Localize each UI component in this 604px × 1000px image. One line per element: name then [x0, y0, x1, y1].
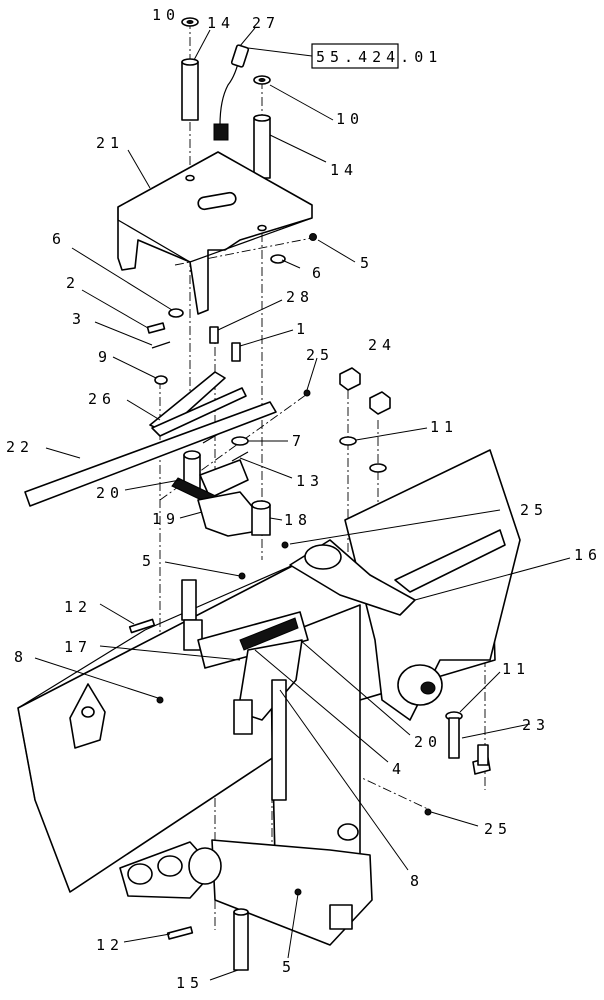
callout-11-upper: 11: [430, 418, 458, 436]
callout-6-left: 6: [52, 230, 66, 248]
callout-5-top: 5: [360, 254, 374, 272]
callout-26: 26: [88, 390, 116, 408]
callout-22: 22: [6, 438, 34, 456]
callout-17: 17: [64, 638, 92, 656]
pin-14-right: [253, 114, 271, 179]
slider-bar: [24, 401, 277, 507]
callout-16: 16: [574, 546, 602, 564]
callout-25-upper: 25: [306, 346, 334, 364]
callout-25-lower: 25: [484, 820, 512, 838]
callout-10-right: 10: [336, 110, 364, 128]
callout-9: 9: [98, 348, 112, 366]
callout-23: 23: [522, 716, 550, 734]
callout-8-lower: 8: [410, 872, 424, 890]
callout-24: 24: [368, 336, 396, 354]
lower-mechanism: [119, 579, 309, 899]
callout-18: 18: [284, 511, 312, 529]
callout-21: 21: [96, 134, 124, 152]
callout-28: 28: [286, 288, 314, 306]
callout-27: 27: [252, 14, 280, 32]
pin-14-left: [181, 58, 199, 121]
callout-4: 4: [392, 760, 406, 778]
callout-15: 15: [176, 974, 204, 992]
callout-20-upper: 20: [96, 484, 124, 502]
latch-assembly: [171, 450, 271, 537]
callout-10-top: 10: [152, 6, 180, 24]
callout-2: 2: [66, 274, 80, 292]
callout-12-upper: 12: [64, 598, 92, 616]
washers-10: [181, 17, 271, 85]
callout-20-lower: 20: [414, 733, 442, 751]
reference-number[interactable]: 55.424.01: [316, 48, 442, 66]
callout-25-mid: 25: [520, 501, 548, 519]
callout-6-right: 6: [312, 264, 326, 282]
lower-hardware: [128, 541, 491, 971]
leader-lines: [34, 27, 571, 981]
callout-1: 1: [296, 320, 310, 338]
lever-arm: [149, 371, 247, 437]
callout-19: 19: [152, 510, 180, 528]
callout-5-mid: 5: [142, 552, 156, 570]
mount-plate: [289, 449, 521, 721]
sensor-cable: [213, 44, 250, 141]
callout-7: 7: [292, 432, 306, 450]
callout-8-left: 8: [14, 648, 28, 666]
callout-3: 3: [72, 310, 86, 328]
cover-plate: [117, 151, 313, 315]
callout-14-top: 14: [207, 14, 235, 32]
callout-5-lower: 5: [282, 958, 296, 976]
callout-13: 13: [296, 472, 324, 490]
callout-14-right: 14: [330, 161, 358, 179]
reference-box: [311, 43, 399, 69]
callout-labels: 55.424.01 10 14 27 10 14 21 6 6 5 28 2 3…: [6, 6, 602, 992]
upper-hardware: [146, 233, 391, 473]
callout-11-lower: 11: [502, 660, 530, 678]
callout-12-lower: 12: [96, 936, 124, 954]
